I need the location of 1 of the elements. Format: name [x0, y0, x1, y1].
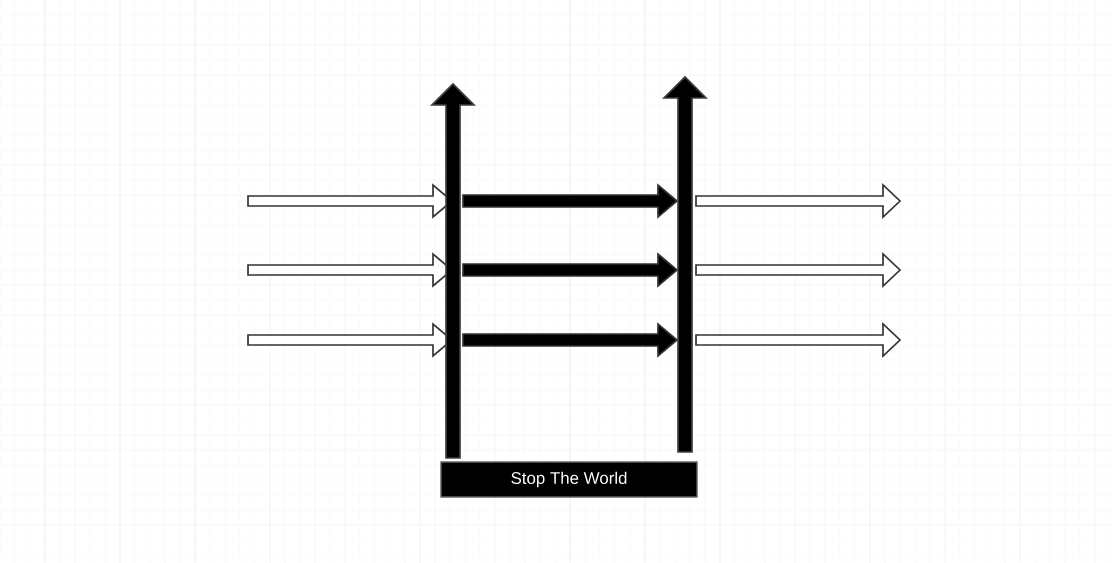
- label-box: Stop The World: [440, 461, 698, 498]
